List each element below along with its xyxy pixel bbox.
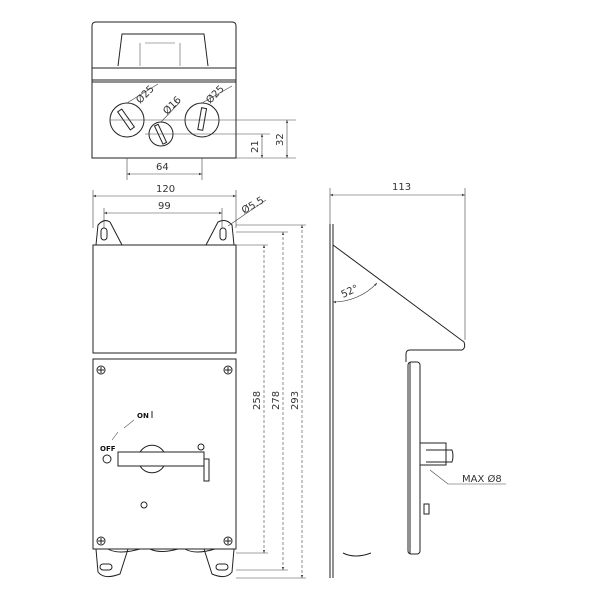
switch-on-label: ON xyxy=(137,412,149,420)
dim-width-overall-label: 120 xyxy=(156,184,175,195)
top-view: Ø25 Ø16 Ø25 64 21 32 xyxy=(91,21,296,180)
dim-height-small-label: 21 xyxy=(250,140,261,153)
hole-right-label: Ø25 xyxy=(204,83,227,106)
dim-height-body-label: 258 xyxy=(252,391,263,410)
hole-middle-label: Ø16 xyxy=(161,94,184,117)
switch-off-label: OFF xyxy=(100,445,116,453)
side-view: 113 52° MAX Ø8 xyxy=(329,182,506,578)
dim-height-holes-label: 278 xyxy=(271,391,282,410)
dim-depth-label: 113 xyxy=(392,182,411,193)
dim-height-overall-label: 293 xyxy=(290,391,301,410)
dim-spacing-label: 64 xyxy=(156,162,169,173)
main-switch-handle[interactable] xyxy=(117,443,210,482)
cable-note-label: MAX Ø8 xyxy=(462,473,502,485)
front-view: 120 99 Ø5.5 OFF ON xyxy=(92,184,306,579)
dim-angle-label: 52° xyxy=(340,283,361,300)
handle-side[interactable] xyxy=(419,442,454,515)
rotate-arrow-icon xyxy=(111,419,135,441)
dim-height-large-label: 32 xyxy=(275,133,286,146)
dim-width-holes-label: 99 xyxy=(158,201,171,212)
dim-mount-hole-label: Ø5.5 xyxy=(240,194,267,216)
off-indicator xyxy=(102,454,112,464)
screw-icons xyxy=(96,365,233,546)
hole-left-label: Ø25 xyxy=(134,83,157,106)
